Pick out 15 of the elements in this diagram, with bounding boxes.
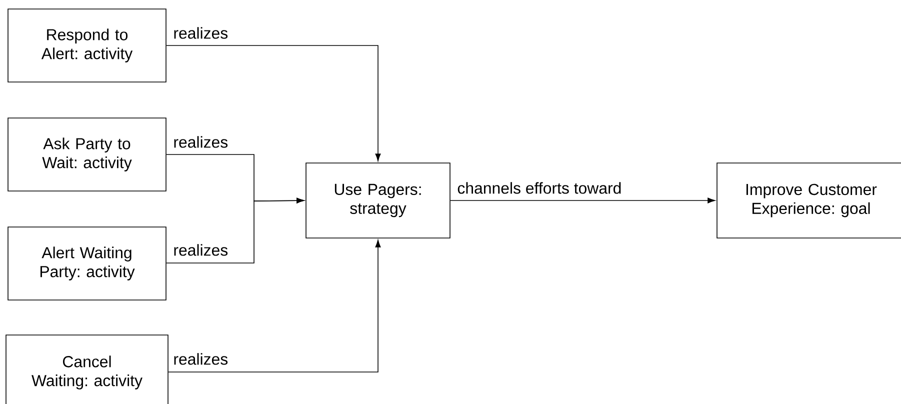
arrow [168,240,381,372]
activity-box: Respond to Alert: activity [8,8,166,82]
activity-box: Ask Party to Wait: activity [8,118,166,192]
edge-label: realizes [174,136,228,148]
edge-label: realizes [174,27,228,39]
edge-label: realizes [174,353,228,365]
process-box: Use Pagers: strategy [306,162,450,238]
arrow [166,198,304,264]
arrow [166,45,381,162]
process-box: Improve Customer Experience: goal [716,162,901,238]
arrow [450,198,716,204]
edge-label: realizes [174,244,228,256]
activity-box: Alert Waiting Party: activity [8,226,166,300]
activity-box: Cancel Waiting: activity [6,334,168,404]
edge-label: channels efforts toward [458,182,621,194]
